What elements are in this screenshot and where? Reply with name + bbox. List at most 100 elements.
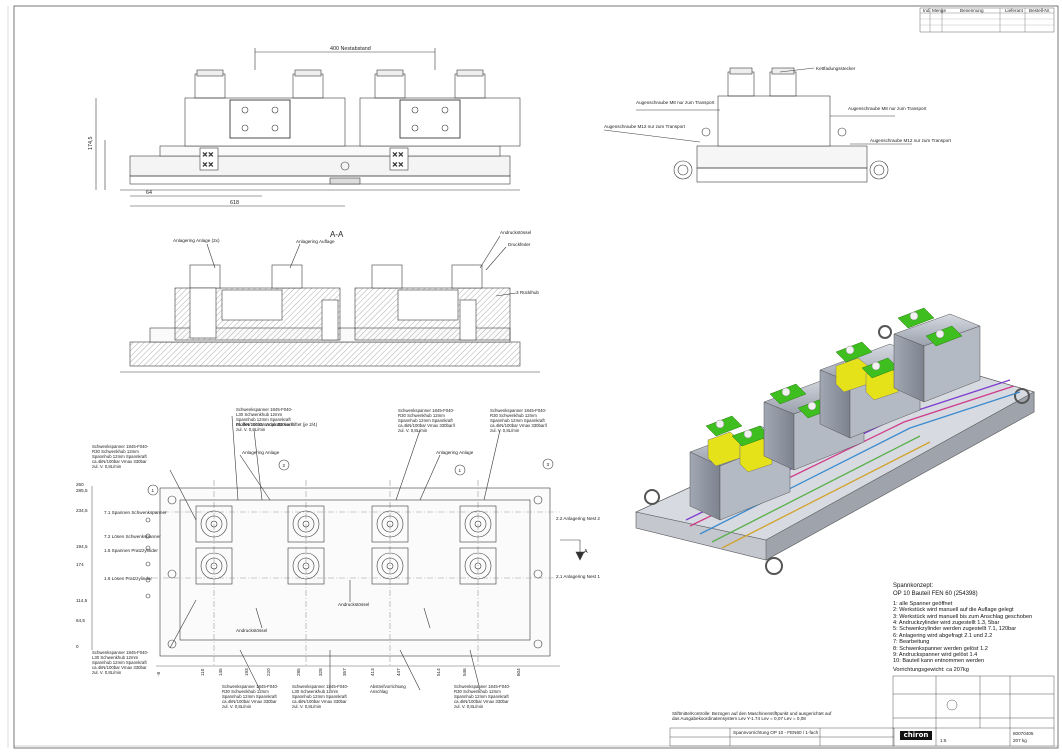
drawing-number: 80070405 (1013, 731, 1034, 736)
notes-step-8: 8: Schwenkspanner werden gelöst 1.2 (893, 645, 988, 652)
drawing-title: Spannvorrichtung OP 10 - FEN60 / 1-fach (733, 730, 819, 735)
plan-clamp-6 (371, 547, 409, 585)
svg-text:413: 413 (370, 668, 375, 676)
callout-abstreif: Abstreifvorrichtung Anschlag (370, 684, 406, 694)
eye-bolt (644, 325, 1030, 575)
svg-text:0: 0 (76, 644, 79, 649)
dim-pitch: 400 Nestabstand (330, 46, 371, 52)
callout-ruecklhub: 3 Rücklhub (516, 290, 539, 295)
callout-schwenk-bottom-left: Schwenkspanner 1845-F040-R30 Schwenkhub … (222, 684, 279, 709)
svg-text:546: 546 (462, 668, 467, 676)
callout-ploffen: Ploffen mit Grundplatte verstiftet (je 2… (236, 422, 318, 427)
svg-text:145: 145 (218, 668, 223, 676)
callout-schwenk-bottom-right: Schwenkspanner 1845-F040-R30 Schwenkhub … (454, 684, 511, 709)
plan-clamp-7 (459, 505, 497, 543)
dim-offset: 64 (146, 190, 152, 196)
bottom-dimensions: -8 110 145 193 220 285 328 357 413 447 5… (156, 668, 521, 676)
notes-heading: Spannkonzept: (893, 583, 934, 589)
notes-weight: Vorrichtungsgewicht: ca 207kg (893, 666, 969, 673)
callout-andruck-plan-2: Andruckstössel (236, 628, 267, 633)
svg-text:✕✕: ✕✕ (202, 162, 214, 169)
svg-text:174: 174 (76, 562, 84, 567)
callout-schwenk-top-right: Schwenkspanner 1845-F040-R30 Schwenkhub … (398, 408, 455, 433)
svg-text:114,5: 114,5 (76, 598, 88, 603)
callout-auge-m8-b: Augenschraube M8 nur zum Transport (848, 106, 927, 111)
left-dimensions: 260 285,5 234,5 194,5 174 114,5 64,5 0 (76, 482, 88, 649)
svg-text:✕✕: ✕✕ (202, 152, 214, 159)
svg-text:234,5: 234,5 (76, 508, 88, 513)
callout-anlagering-auflage: Anlagering Auflage (296, 239, 335, 244)
callout-andruck-plan-1: Andruckstössel (338, 602, 369, 607)
callout-schwenk-bottom-mid: Schwenkspanner 1845-F040-L30 Schwenkhub … (292, 684, 349, 709)
callout-auge-m12-a: Augenschraube M12 nur zum Transport (604, 124, 686, 129)
plan-clamp-5 (371, 505, 409, 543)
svg-text:514: 514 (436, 668, 441, 676)
callout-anlagering-plan-2: Anlagering Anlage (436, 450, 474, 455)
drawing-weight: 207 kg (1013, 738, 1027, 743)
callout-anlagering-anlage-2x: Anlagering Anlage (2x) (173, 238, 220, 243)
plan-clamp-1 (195, 505, 233, 543)
section-view (120, 235, 540, 373)
svg-text:604: 604 (516, 668, 521, 676)
notes-step-10: 10: Bauteil kann entnommen werden (893, 658, 985, 665)
port-label-1-6: 1.6 Lösen Pratzzylinder (104, 576, 152, 581)
port-label-7-1: 7.1 Spannen Schwenkspanner (104, 510, 167, 515)
notes-step-4: 4: Andruckzylinder wird zugestellt 1.3, … (893, 620, 1000, 627)
footnote: Stiftmitte/Kontrolle: Bezogen auf den Ma… (672, 711, 832, 722)
drawing-scale: 1:5 (940, 738, 947, 743)
svg-text:-8: -8 (156, 671, 161, 676)
notes-step-7: 7: Bearbeitung (893, 639, 930, 646)
side-view (603, 67, 912, 183)
port-label-7-2: 7.2 Lösen Schwenkspanner (104, 534, 161, 539)
notes-step-2: 2: Werkstück wird manuell auf die Auflag… (893, 607, 1014, 614)
callout-anlagering-plan-1: Anlagering Anlage (242, 450, 280, 455)
callout-druckfeder: Druckfeder (508, 242, 531, 247)
rev-header-benennung: Benennung (960, 8, 984, 13)
callout-auge-m12-b: Augenschraube M12 nur zum Transport (870, 138, 952, 143)
callout-auge-m8-a: Augenschraube M8 nur zum Transport (636, 100, 715, 105)
balloon-2: 2 (283, 463, 286, 468)
svg-text:193: 193 (244, 668, 249, 676)
svg-text:✕✕: ✕✕ (392, 152, 404, 159)
front-view: ✕✕ ✕✕ ✕✕ ✕✕ (95, 48, 521, 207)
sheet-border (13, 5, 1059, 749)
port-label-2-2: 2.2 Anlagering Nest 2 (556, 516, 600, 521)
notes-subtitle: OP 10 Bauteil FEN 60 (254398) (893, 591, 978, 598)
company-logo: chiron (900, 731, 932, 740)
rev-header-lieferant: Lieferant (1005, 8, 1024, 13)
svg-text:✕✕: ✕✕ (392, 162, 404, 169)
svg-text:328: 328 (318, 668, 323, 676)
balloon-4: 1 (459, 468, 462, 473)
dim-width: 618 (230, 200, 239, 206)
notes-step-3: 3: Werkstück wird manuell bis zum Anschl… (893, 613, 1033, 620)
callout-schwenk-left-top: Schwenkspanner 1845-F040-R30 Schwenkhub … (92, 444, 149, 469)
rev-header-bestell: Bestell-Nr. (1029, 8, 1050, 13)
callout-schwenk-top-far-right: Schwenkspanner 1845-F040-R30 Schwenkhub … (490, 408, 547, 433)
callout-kettfadung: Kettfadungsstecker (816, 66, 856, 71)
svg-text:220: 220 (266, 668, 271, 676)
notes-step-5: 5: Schwenkzylinder werden zugestellt 7.1… (893, 626, 1017, 633)
notes-step-1: 1: alle Spanner geöffnet (893, 600, 953, 607)
svg-text:260: 260 (76, 482, 84, 487)
nest-block-4 (893, 307, 981, 403)
rev-header-menge: Menge (932, 8, 946, 13)
plan-view (91, 415, 585, 691)
balloon-group (147, 458, 554, 496)
section-marker: A (584, 549, 588, 555)
svg-text:110: 110 (200, 668, 205, 676)
callout-schwenk-left-bottom: Schwenkspanner 1845-F040-L30 Schwenkhub … (92, 650, 149, 675)
svg-text:285,5: 285,5 (76, 488, 88, 493)
notes-step-9: 9: Andruckspanner wird gelöst 1.4 (893, 652, 978, 659)
callout-andruckstoessel: Andruckstössel (500, 230, 531, 235)
dim-height: 174,5 (88, 137, 94, 151)
notes-step-6: 6: Anlagering wird abgefragt 2.1 und 2.2 (893, 632, 993, 639)
svg-text:357: 357 (342, 668, 347, 676)
plan-clamp-8 (459, 547, 497, 585)
svg-text:64,5: 64,5 (76, 618, 85, 623)
plan-clamp-2 (195, 547, 233, 585)
revision-table: Ind. Menge Benennung Lieferant Bestell-N… (919, 7, 1055, 33)
iso-render (635, 307, 1035, 575)
svg-text:285: 285 (296, 668, 301, 676)
balloon-3: 3 (547, 462, 550, 467)
